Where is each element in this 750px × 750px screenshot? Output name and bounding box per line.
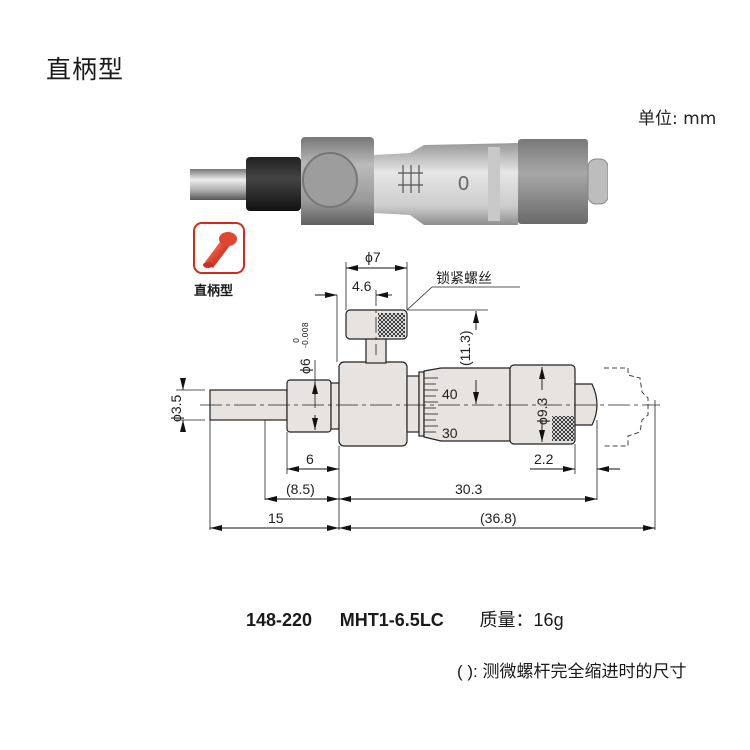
dimension-drawing: 40 30 — [168, 249, 660, 531]
straight-shank-badge-icon — [193, 222, 245, 274]
dim-phi9-3: ϕ9.3 — [534, 397, 550, 425]
badge-label: 直柄型 — [194, 284, 234, 299]
product-mass: 质量：16g — [479, 610, 564, 630]
dim-8-5: (8.5) — [286, 481, 315, 497]
dim-4-6: 4.6 — [352, 278, 372, 294]
page-title: 直柄型 — [46, 55, 125, 84]
dim-30-3: 30.3 — [455, 481, 482, 497]
thimble-scale-40: 40 — [442, 386, 458, 402]
footnote: ( ): 测微螺杆完全缩进时的尺寸 — [457, 662, 687, 681]
thimble-scale-30: 30 — [442, 425, 458, 441]
svg-text:0: 0 — [458, 173, 469, 195]
dim-6: 6 — [306, 451, 314, 467]
dim-36-8: (36.8) — [480, 510, 517, 526]
unit-label: 单位: mm — [638, 109, 717, 129]
product-model: MHT1-6.5LC — [339, 610, 444, 630]
micrometer-head-photo: 0 — [190, 137, 608, 225]
dim-phi7: ϕ7 — [365, 249, 381, 265]
dim-phi6-tol-upper: 0 — [292, 338, 301, 343]
dim-11-3: (11.3) — [457, 330, 473, 366]
dim-phi3-5: ϕ3.5 — [168, 394, 184, 422]
dim-phi6-tol-lower: -0.008 — [301, 322, 310, 348]
dim-15: 15 — [268, 510, 284, 526]
product-code: 148-220 — [246, 610, 313, 630]
lock-screw-callout: 锁紧螺丝 — [436, 271, 492, 287]
product-line: 148-220 MHT1-6.5LC 质量：16g — [246, 606, 564, 632]
dim-2-2: 2.2 — [534, 451, 554, 467]
dim-phi6: ϕ6 — [297, 358, 313, 374]
